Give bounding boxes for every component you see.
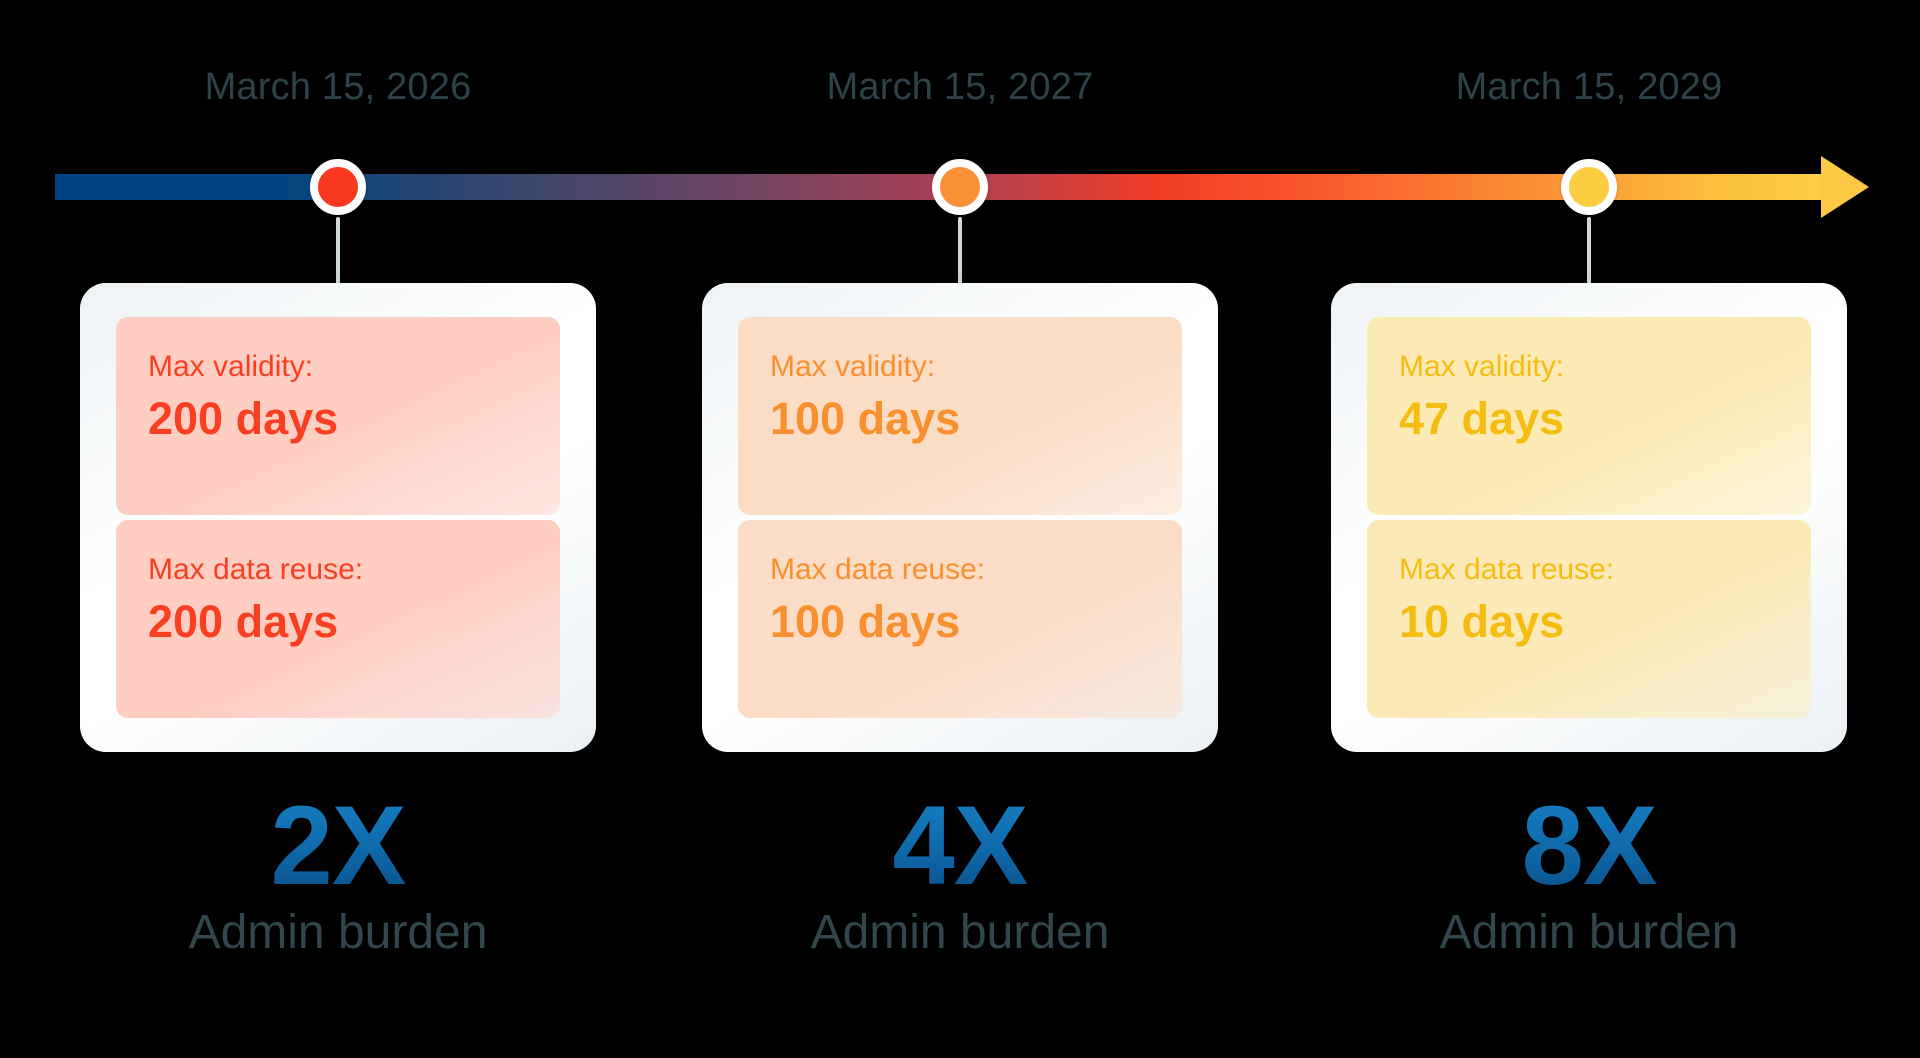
metric-value: 10 days [1399, 595, 1565, 647]
burden-multiplier: 2X [80, 790, 596, 902]
metric-panel-data-reuse: Max data reuse: 10 days [1367, 520, 1811, 718]
burden-multiplier: 4X [702, 790, 1218, 902]
milestone-date-label: March 15, 2029 [1455, 66, 1723, 108]
milestone-card[interactable]: Max validity: 47 days Max data reuse: 10… [1331, 283, 1847, 752]
milestone-date-label: March 15, 2026 [204, 66, 472, 108]
admin-burden-summary: 2X Admin burden [80, 790, 596, 958]
metric-label: Max data reuse: [148, 553, 364, 586]
milestone-connector-line [958, 217, 962, 287]
burden-caption: Admin burden [1439, 906, 1739, 959]
metric-label: Max data reuse: [770, 553, 986, 586]
metric-panel-data-reuse: Max data reuse: 100 days [738, 520, 1182, 718]
metric-panel-validity: Max validity: 100 days [738, 317, 1182, 515]
milestone-connector-line [336, 217, 340, 287]
timeline-axis: March 15, 2026 March 15, 2027 March 15, … [0, 0, 1920, 287]
metric-label: Max validity: [1399, 350, 1565, 383]
metric-value: 100 days [770, 595, 961, 647]
milestone-card[interactable]: Max validity: 200 days Max data reuse: 2… [80, 283, 596, 752]
metric-panel-data-reuse: Max data reuse: 200 days [116, 520, 560, 718]
admin-burden-summary: 8X Admin burden [1331, 790, 1847, 958]
metric-panel-validity: Max validity: 200 days [116, 317, 560, 515]
metric-panel-validity: Max validity: 47 days [1367, 317, 1811, 515]
metric-value: 200 days [148, 392, 339, 444]
milestone-connector-line [1587, 217, 1591, 287]
metric-label: Max validity: [148, 350, 314, 383]
burden-caption: Admin burden [188, 906, 488, 959]
milestone-card[interactable]: Max validity: 100 days Max data reuse: 1… [702, 283, 1218, 752]
milestone-dot-icon[interactable] [1561, 159, 1617, 215]
metric-value: 100 days [770, 392, 961, 444]
metric-label: Max data reuse: [1399, 553, 1615, 586]
arrow-right-icon [1821, 156, 1869, 218]
admin-burden-summary: 4X Admin burden [702, 790, 1218, 958]
milestone-dot-icon[interactable] [932, 159, 988, 215]
burden-caption: Admin burden [810, 906, 1110, 959]
milestone-dot-icon[interactable] [310, 159, 366, 215]
milestone-date-label: March 15, 2027 [826, 66, 1094, 108]
metric-value: 200 days [148, 595, 339, 647]
metric-label: Max validity: [770, 350, 936, 383]
metric-value: 47 days [1399, 392, 1565, 444]
burden-multiplier: 8X [1331, 790, 1847, 902]
